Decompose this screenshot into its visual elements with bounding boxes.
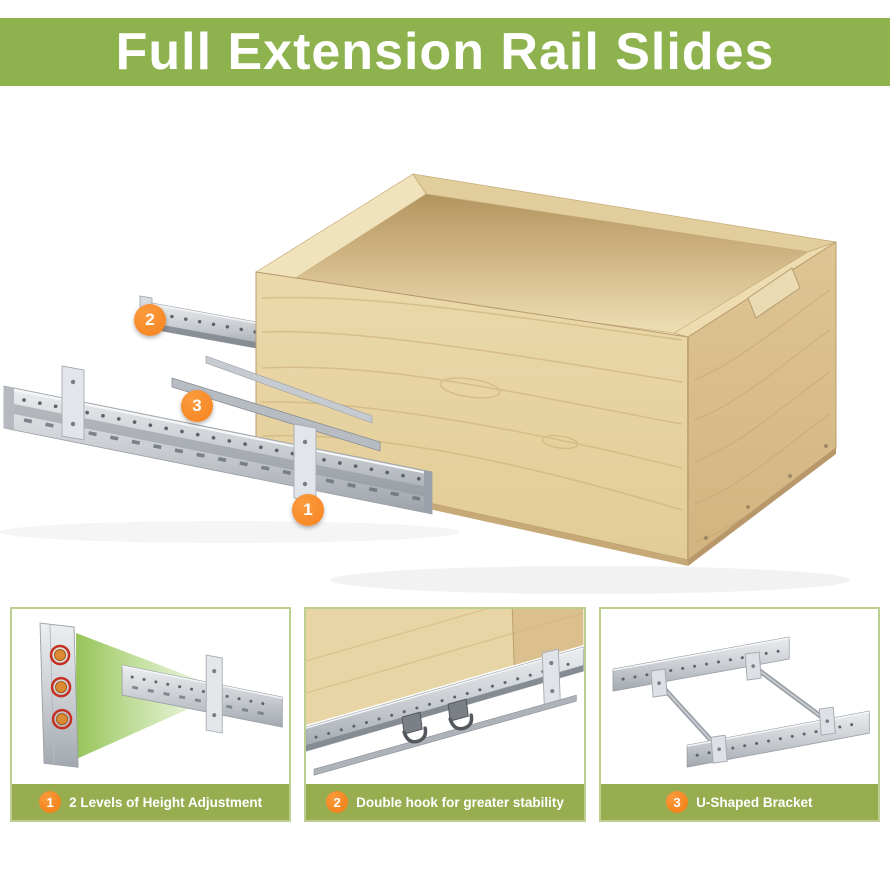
double-hook-drawing (306, 609, 584, 776)
adjustment-screw-holes (49, 644, 73, 730)
feature-panels: 1 2 Levels of Height Adjustment (10, 607, 880, 822)
callout-number: 3 (192, 396, 202, 415)
slide-rail (306, 646, 584, 752)
u-bracket-drawing (612, 636, 870, 768)
feature-text: U-Shaped Bracket (696, 794, 813, 810)
handle-notch (747, 267, 801, 319)
drawer-box-with-slides-drawing (0, 173, 850, 594)
feature-text: 2 Levels of Height Adjustment (69, 794, 263, 810)
main-product-illustration (0, 90, 890, 600)
panel-image-height-adjustment (12, 609, 290, 785)
callout-badge-1: 1 (292, 494, 324, 526)
clip-bolts (656, 664, 829, 751)
panel-image-double-hook (306, 609, 584, 785)
slide-rail (121, 654, 283, 734)
feature-number: 2 (333, 794, 341, 810)
callout-badge-2: 2 (134, 304, 166, 336)
page-title: Full Extension Rail Slides (115, 23, 775, 81)
support-bars (171, 355, 381, 452)
upper-rail (612, 636, 790, 692)
screws (704, 444, 828, 540)
feature-label-3: 3 U-Shaped Bracket (600, 784, 878, 820)
mounting-bracket-left (61, 365, 85, 441)
height-adjustment-drawing (39, 622, 283, 768)
feature-panel-double-hook: 2 Double hook for greater stability (304, 607, 586, 822)
feature-panel-u-bracket: 3 U-Shaped Bracket (598, 607, 880, 822)
feature-label-2: 2 Double hook for greater stability (306, 784, 584, 820)
feature-number-badge: 1 (39, 791, 62, 814)
hook-left (401, 711, 428, 744)
hook-right (447, 698, 474, 731)
box-shadow (330, 566, 850, 594)
mounting-bracket-right (293, 423, 317, 503)
feature-label-1: 1 2 Levels of Height Adjustment (12, 784, 290, 820)
feature-text: Double hook for greater stability (356, 794, 564, 810)
panel-image-u-bracket (600, 609, 878, 785)
feature-number: 1 (46, 794, 54, 810)
callout-number: 2 (145, 310, 155, 329)
feature-number-badge: 2 (326, 791, 349, 814)
rail-shadow (0, 521, 460, 543)
callout-badge-3: 3 (181, 390, 213, 422)
u-bracket-bars (656, 664, 829, 751)
wooden-drawer-box (255, 173, 837, 566)
wood-grain-right (693, 289, 833, 543)
cabinet-rail (3, 365, 433, 515)
feature-panel-height-adjustment: 1 2 Levels of Height Adjustment (10, 607, 292, 822)
stability-bar (314, 694, 577, 776)
title-banner: Full Extension Rail Slides (0, 18, 890, 86)
drawer-corner-wood (306, 609, 584, 726)
feature-number-badge: 3 (666, 791, 689, 814)
callout-number: 1 (303, 500, 313, 519)
feature-number: 3 (673, 794, 681, 810)
